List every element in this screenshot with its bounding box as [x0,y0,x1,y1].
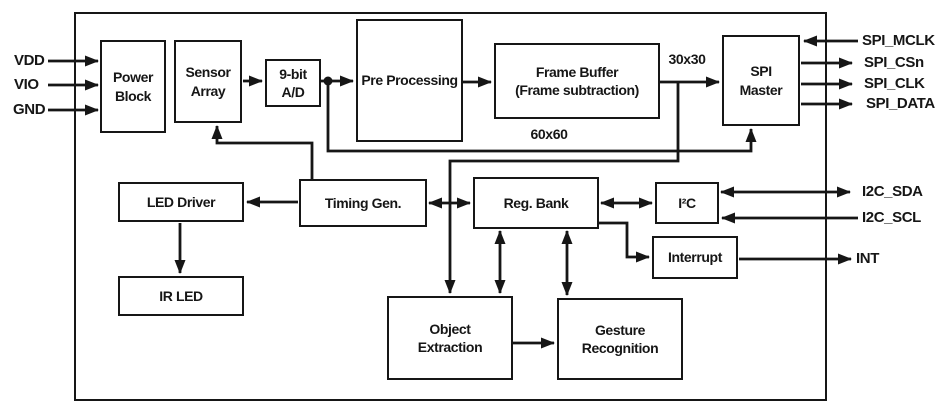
led-driver-block: LED Driver [118,182,244,222]
object-extraction-label: Object [429,320,471,337]
spi-master-label: Master [739,81,783,98]
pin-int: INT [856,250,879,267]
wire-regbank-to-interrupt [599,221,650,263]
pin-i2c-scl: I2C_SCL [862,209,921,226]
sensor-array-label: Sensor [185,64,231,81]
pin-vdd: VDD [14,52,45,69]
junction-dot-adc-output [323,76,333,86]
pin-i2c-sda: I2C_SDA [862,183,923,200]
frame-buffer-label: Frame Buffer [535,63,619,80]
pre-processing-label: Pre Processing [361,72,458,89]
led-driver-label: LED Driver [146,193,216,210]
wire-framebuffer-to-object-extraction [444,82,680,294]
adc-9bit-label: A/D [281,84,305,100]
interrupt-block: Interrupt [652,236,738,279]
spi-master-label: SPI [750,63,772,80]
pin-spi-data: SPI_DATA [866,95,935,112]
object-extraction-block: Object Extraction [387,296,513,380]
pin-spi-csn: SPI_CSn [864,54,924,71]
timing-gen-label: Timing Gen. [324,194,402,211]
adc-9bit-block: 9-bit A/D [265,59,321,107]
adc-9bit-label: 9-bit [279,65,307,82]
wire-60x60-adc-to-spi [326,81,757,153]
reg-bank-block: Reg. Bank [473,177,599,229]
i2c-block: I²C [655,182,719,224]
frame-buffer-block: Frame Buffer (Frame subtraction) [494,43,660,119]
bus-width-30x30-label: 30x30 [668,51,706,67]
power-block-label: Block [114,87,152,104]
pin-gnd: GND [13,101,46,118]
i2c-label: I²C [678,194,696,211]
frame-buffer-sublabel: (Frame subtraction) [515,82,639,98]
reg-bank-label: Reg. Bank [503,194,569,211]
interrupt-label: Interrupt [668,249,722,266]
pin-vio: VIO [14,76,39,93]
power-block: Power Block [100,40,166,133]
ir-led-block: IR LED [118,276,244,316]
ir-led-label: IR LED [159,287,203,304]
power-block-label: Power [112,69,153,86]
object-extraction-label: Extraction [417,339,483,355]
pin-spi-mclk: SPI_MCLK [862,32,935,49]
sensor-array-label: Array [190,82,226,99]
chip-boundary [74,12,827,401]
pre-processing-block: Pre Processing [356,19,463,142]
wire-timing-to-sensor-array [211,125,314,179]
gesture-recognition-label: Gesture [594,321,646,338]
sensor-array-block: Sensor Array [174,40,242,123]
pin-spi-clk: SPI_CLK [864,75,925,92]
bus-width-60x60-label: 60x60 [530,126,568,142]
timing-gen-block: Timing Gen. [299,179,427,227]
gesture-recognition-block: Gesture Recognition [557,298,683,380]
spi-master-block: SPI Master [722,35,800,126]
gesture-recognition-label: Recognition [581,340,659,356]
